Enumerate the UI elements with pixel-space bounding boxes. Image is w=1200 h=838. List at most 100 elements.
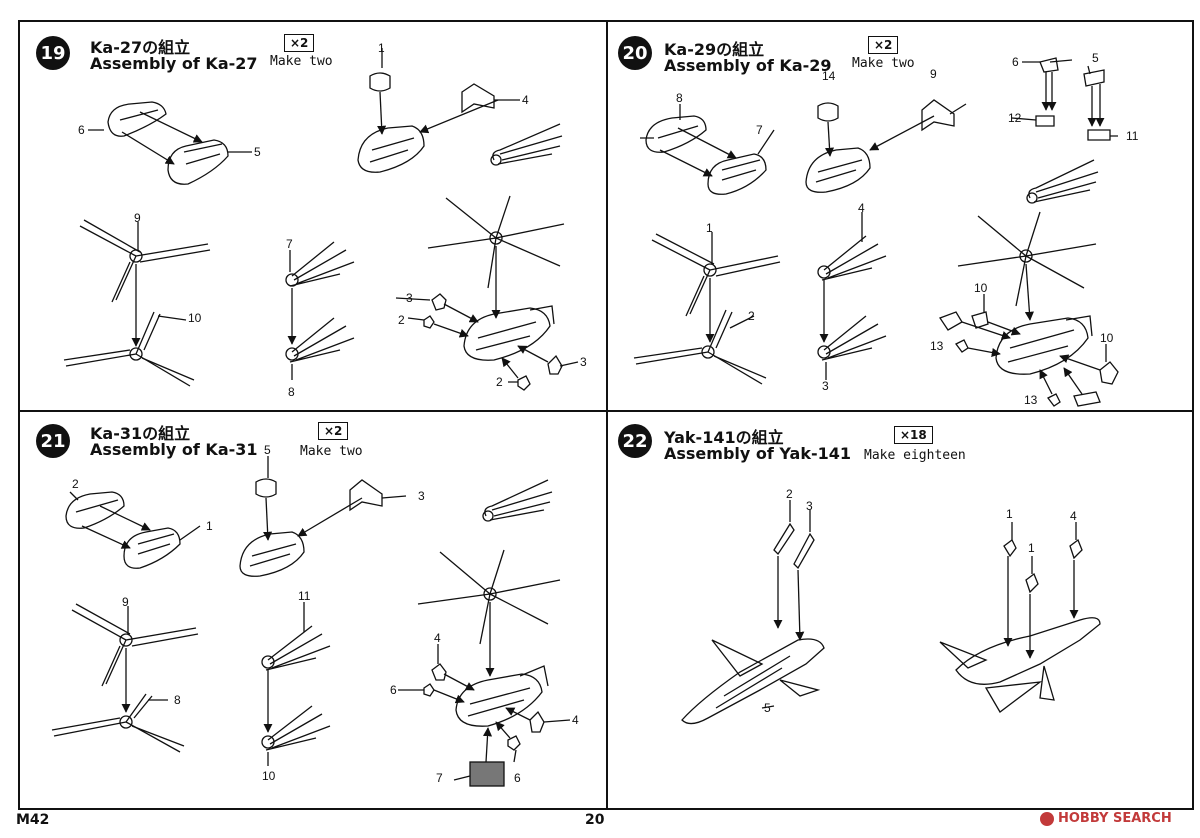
ka29-part-6 (1039, 57, 1059, 111)
ka27-rotor-10 (63, 311, 195, 387)
callout-label: 6 (78, 123, 85, 137)
callout-label: 1 (206, 519, 213, 533)
quantity-box: ×18 (894, 426, 933, 444)
ka31-final-body (455, 665, 549, 727)
ka29-fuselage-half-8 (645, 115, 707, 153)
quantity-text: Make two (852, 56, 915, 71)
callout-label: 1 (1006, 507, 1013, 521)
callout-label: 5 (764, 701, 771, 715)
callout-label: 8 (288, 385, 295, 399)
ka31-part-6-right (507, 735, 521, 751)
ka27-tail-4 (461, 83, 495, 114)
callout-label: 1 (706, 221, 713, 235)
ka27-blade-bundle-top (490, 123, 563, 166)
yak141-assembled-top (939, 617, 1101, 713)
ka29-rotor-1 (651, 233, 781, 317)
callout-label: 3 (418, 489, 425, 503)
ka27-final-body (463, 305, 555, 361)
ka31-rotor-8 (51, 693, 185, 753)
vertical-divider (606, 20, 608, 810)
ka27-fuselage-half-6 (107, 101, 167, 137)
callout-label: 9 (122, 595, 129, 609)
callout-label: 3 (806, 499, 813, 513)
callout-label: 10 (188, 311, 202, 325)
callout-label: 1 (378, 41, 385, 55)
ka29-part-13-left (955, 339, 969, 353)
ka31-blade-bundle-top (482, 479, 553, 522)
yak141-part-1b (1025, 572, 1039, 594)
callout-label: 13 (930, 339, 944, 353)
ka27-blade-assembly-8 (285, 317, 355, 363)
callout-label: 6 (514, 771, 521, 785)
step-title-english: Assembly of Ka-29 (664, 56, 832, 75)
callout-label: 8 (174, 693, 181, 707)
callout-label: 2 (786, 487, 793, 501)
ka31-blade-assembly-10 (261, 705, 331, 751)
step-title-japanese: Ka-29の組立 (664, 40, 765, 59)
ka29-tail-9 (921, 99, 955, 132)
yak141-fuselage-5 (681, 638, 825, 725)
callout-label: 11 (1126, 129, 1139, 143)
callout-label: 6 (390, 683, 397, 697)
callout-label: 2 (748, 309, 755, 323)
callout-label: 7 (286, 237, 293, 251)
ka31-upper-rotor-assembled (417, 549, 561, 645)
yak141-fin-3 (793, 532, 815, 570)
callout-label: 4 (1070, 509, 1077, 523)
ka29-part-11 (1087, 129, 1111, 141)
ka29-part-10-right (1099, 361, 1119, 385)
quantity-text: Make two (300, 444, 363, 459)
quantity-box: ×2 (868, 36, 899, 54)
ka31-fuselage-half-1 (123, 527, 181, 569)
callout-label: 10 (262, 769, 276, 783)
callout-label: 10 (974, 281, 988, 295)
callout-label: 1 (1028, 541, 1035, 555)
callout-label: 8 (676, 91, 683, 105)
horizontal-divider (18, 410, 1194, 412)
ka29-part-10-bottom (1073, 391, 1101, 407)
callout-label: 14 (822, 69, 836, 83)
ka29-part-13-right (1047, 393, 1061, 407)
ka29-final-body (995, 315, 1093, 375)
ka31-part-6-left (423, 683, 435, 697)
ka29-body-assembled (805, 147, 871, 193)
ka31-rotor-hub-5 (255, 478, 277, 498)
step-title-english: Assembly of Ka-27 (90, 54, 258, 73)
ka31-blade-assembly-11 (261, 625, 331, 671)
step-number-badge: 20 (618, 36, 652, 70)
callout-label: 2 (496, 375, 503, 389)
ka27-rotor-9 (79, 219, 211, 303)
ka27-fuselage-half-5 (167, 139, 229, 185)
ka29-blade-assembly-4 (817, 235, 887, 281)
callout-label: 10 (1100, 331, 1114, 345)
yak141-part-1a (1003, 539, 1017, 558)
callout-label: 4 (522, 93, 529, 107)
quantity-box: ×2 (318, 422, 349, 440)
ka29-part-5 (1083, 69, 1105, 127)
model-code: M42 (16, 812, 50, 828)
ka31-fuselage-half-2 (65, 491, 125, 529)
ka29-blade-bundle-top (1026, 159, 1099, 204)
page-number: 20 (585, 812, 605, 828)
ka27-part-3-left (431, 293, 447, 311)
ka27-blade-assembly-7 (285, 241, 355, 287)
step-number-badge: 21 (36, 424, 70, 458)
callout-label: 7 (756, 123, 763, 137)
ka31-rotor-9 (71, 603, 199, 687)
callout-label: 5 (264, 443, 271, 457)
quantity-text: Make two (270, 54, 333, 69)
step-title-english: Assembly of Ka-31 (90, 440, 258, 459)
callout-label: 11 (298, 589, 311, 603)
ka27-part-2-right (517, 375, 531, 391)
ka27-upper-rotor-assembled (427, 195, 565, 289)
ka31-tail-3 (349, 479, 383, 512)
callout-label: 5 (1092, 51, 1099, 65)
ka29-fuselage-half-7 (707, 153, 767, 195)
ka31-radar-antenna-7 (469, 761, 505, 787)
step-title-english: Assembly of Yak-141 (664, 444, 852, 463)
step-number-badge: 19 (36, 36, 70, 70)
step-title-japanese: Ka-31の組立 (90, 424, 191, 443)
ka29-rotor-2 (633, 309, 767, 385)
callout-label: 3 (580, 355, 587, 369)
